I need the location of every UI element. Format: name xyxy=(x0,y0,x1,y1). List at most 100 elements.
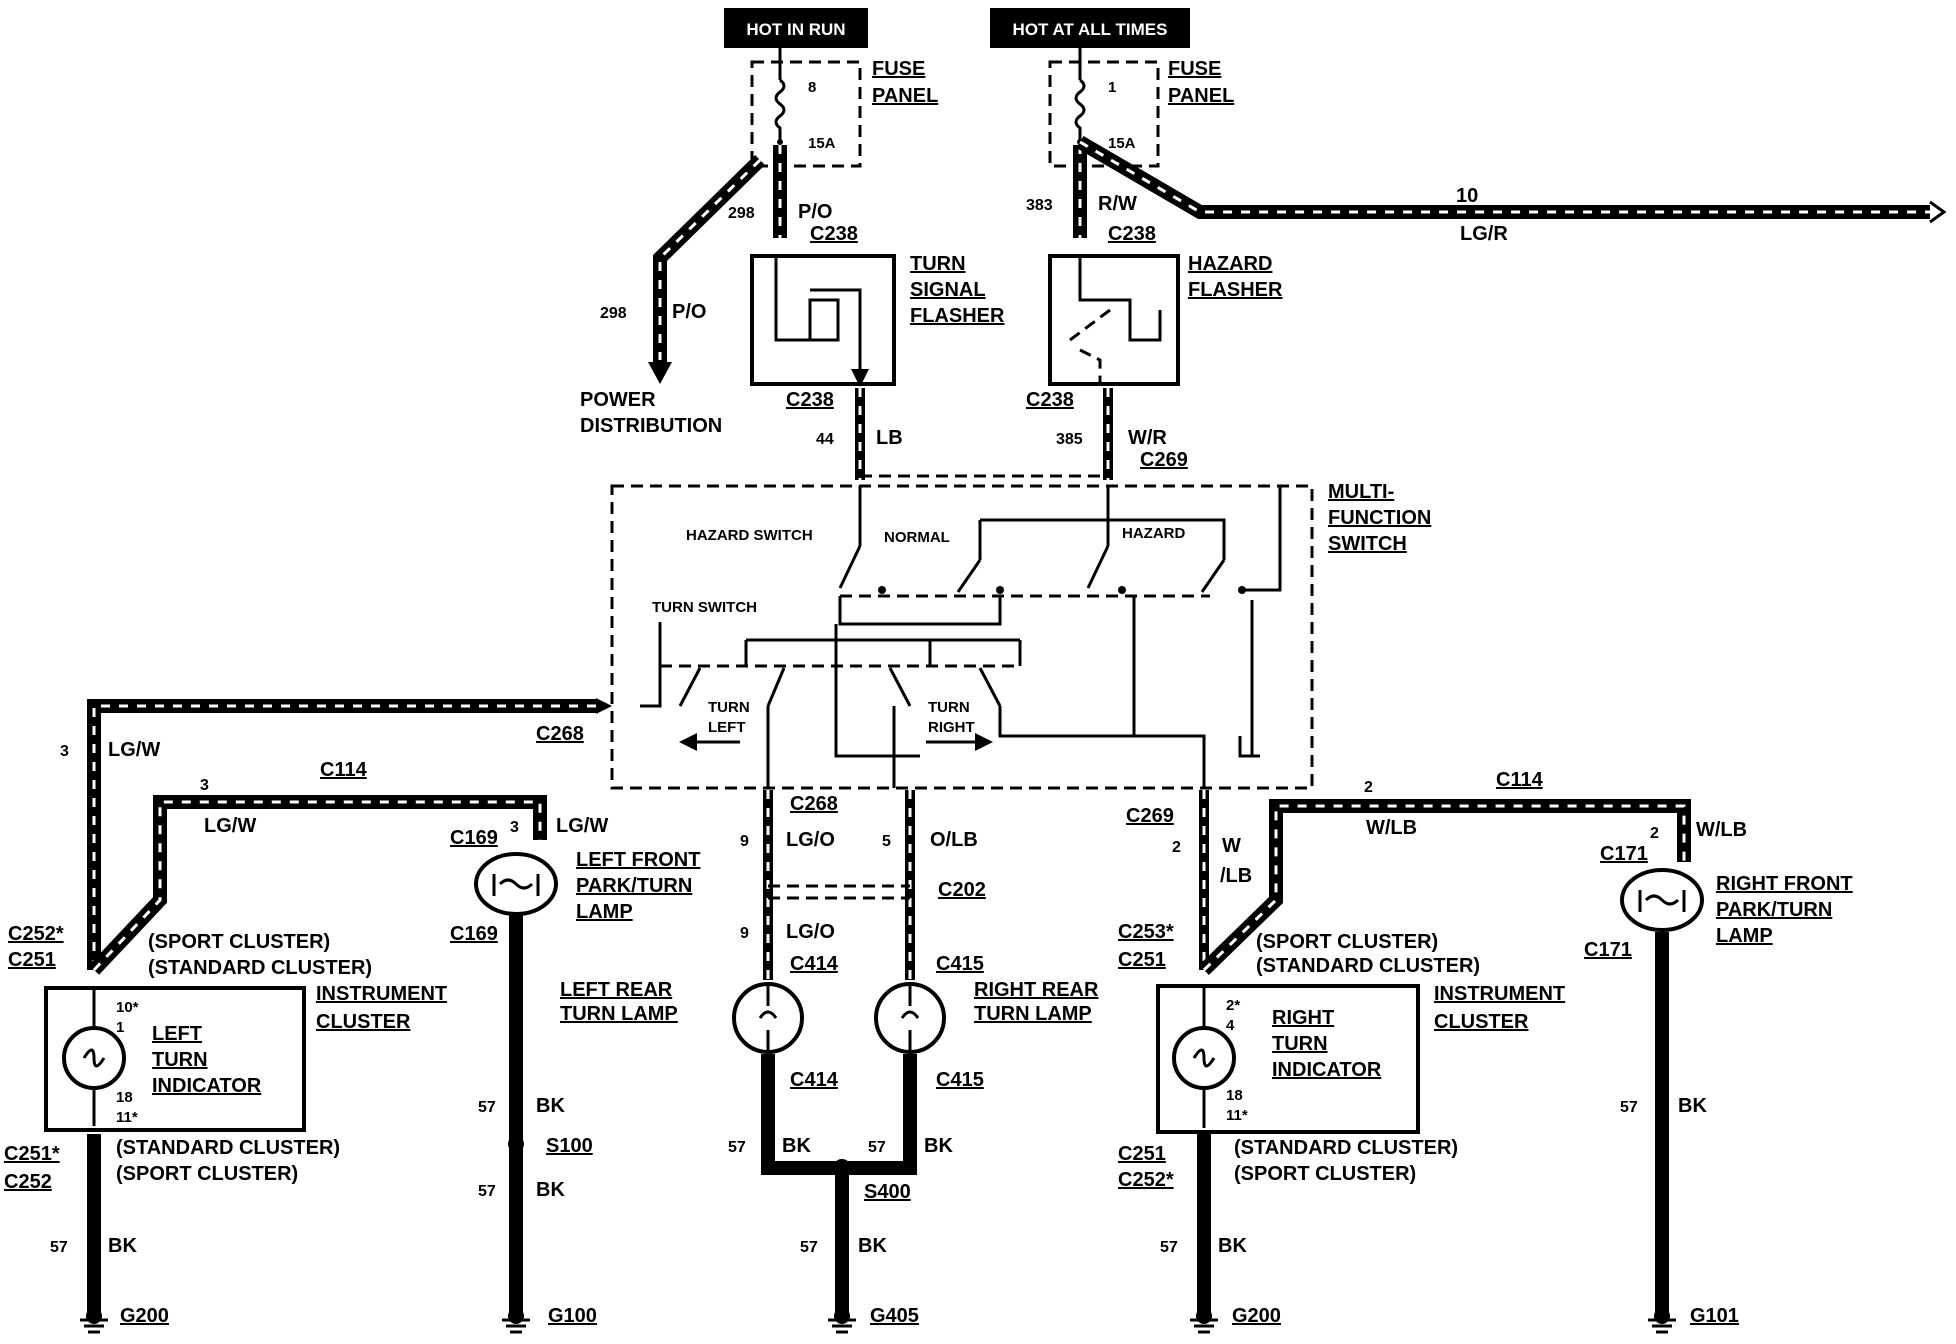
svg-text:POWER: POWER xyxy=(580,389,656,411)
svg-text:C169: C169 xyxy=(450,827,498,849)
svg-text:INDICATOR: INDICATOR xyxy=(152,1075,262,1097)
svg-text:C252*: C252* xyxy=(1118,1169,1174,1191)
svg-text:18: 18 xyxy=(1226,1087,1243,1104)
ground-g100 xyxy=(502,1308,530,1334)
svg-text:C252*: C252* xyxy=(8,923,64,945)
right-instrument-cluster xyxy=(1156,984,1420,1320)
svg-text:S400: S400 xyxy=(864,1181,911,1203)
svg-text:G100: G100 xyxy=(548,1305,597,1327)
svg-text:15A: 15A xyxy=(808,135,836,152)
svg-text:RIGHT REAR: RIGHT REAR xyxy=(974,979,1099,1001)
svg-text:LG/R: LG/R xyxy=(1460,223,1508,245)
svg-text:INSTRUMENT: INSTRUMENT xyxy=(1434,983,1565,1005)
svg-text:R/W: R/W xyxy=(1098,193,1137,215)
svg-text:3: 3 xyxy=(510,819,519,836)
svg-text:FUSE: FUSE xyxy=(1168,58,1221,80)
svg-text:C253*: C253* xyxy=(1118,921,1174,943)
svg-text:LG/O: LG/O xyxy=(786,829,835,851)
right-rear-turn-lamp xyxy=(874,982,946,1054)
svg-text:C202: C202 xyxy=(938,879,986,901)
svg-text:11*: 11* xyxy=(1226,1107,1248,1124)
svg-text:57: 57 xyxy=(800,1239,818,1256)
svg-text:LEFT REAR: LEFT REAR xyxy=(560,979,673,1001)
svg-text:W: W xyxy=(1222,835,1241,857)
svg-text:C171: C171 xyxy=(1584,939,1632,961)
svg-text:4: 4 xyxy=(1226,1017,1235,1034)
svg-text:(STANDARD CLUSTER): (STANDARD CLUSTER) xyxy=(116,1137,340,1159)
svg-text:C269: C269 xyxy=(1140,449,1188,471)
svg-text:(SPORT CLUSTER): (SPORT CLUSTER) xyxy=(1234,1163,1416,1185)
svg-text:C269: C269 xyxy=(1126,805,1174,827)
svg-text:BK: BK xyxy=(108,1235,137,1257)
svg-text:PARK/TURN: PARK/TURN xyxy=(1716,899,1832,921)
svg-text:LB: LB xyxy=(876,427,903,449)
svg-text:TURN: TURN xyxy=(1272,1033,1328,1055)
svg-text:11*: 11* xyxy=(116,1109,138,1126)
left-rear-turn-lamp xyxy=(732,982,804,1054)
svg-text:C251*: C251* xyxy=(4,1143,60,1165)
wire-298-power-dist xyxy=(648,155,765,384)
svg-text:HAZARD SWITCH: HAZARD SWITCH xyxy=(686,527,813,544)
fuse-panel-left: 8 15A xyxy=(750,48,862,168)
svg-text:2: 2 xyxy=(1364,779,1373,796)
svg-text:LEFT: LEFT xyxy=(708,719,746,736)
left-instrument-cluster xyxy=(44,986,306,1320)
svg-text:PANEL: PANEL xyxy=(1168,85,1234,107)
svg-text:57: 57 xyxy=(50,1239,68,1256)
svg-text:(STANDARD CLUSTER): (STANDARD CLUSTER) xyxy=(148,957,372,979)
svg-text:1: 1 xyxy=(116,1019,124,1036)
svg-text:BK: BK xyxy=(858,1235,887,1257)
svg-text:5: 5 xyxy=(882,833,891,850)
ground-g101 xyxy=(1648,1308,1676,1334)
svg-text:FLASHER: FLASHER xyxy=(910,305,1005,327)
svg-text:LEFT FRONT: LEFT FRONT xyxy=(576,849,700,871)
svg-text:10*: 10* xyxy=(116,999,139,1016)
svg-text:C238: C238 xyxy=(1108,223,1156,245)
svg-text:P/O: P/O xyxy=(672,301,706,323)
svg-text:G200: G200 xyxy=(1232,1305,1281,1327)
svg-text:15A: 15A xyxy=(1108,135,1136,152)
svg-text:/LB: /LB xyxy=(1220,865,1252,887)
svg-text:57: 57 xyxy=(1620,1099,1638,1116)
svg-text:C252: C252 xyxy=(4,1171,52,1193)
svg-text:TURN SWITCH: TURN SWITCH xyxy=(652,599,757,616)
svg-text:S100: S100 xyxy=(546,1135,593,1157)
multi-function-switch xyxy=(596,484,1314,790)
svg-text:TURN: TURN xyxy=(928,699,970,716)
hot-in-run-box: HOT IN RUN xyxy=(724,8,868,48)
svg-text:BK: BK xyxy=(1218,1235,1247,1257)
wire-2-wlb-rf-lamp xyxy=(1199,799,1691,976)
svg-text:C171: C171 xyxy=(1600,843,1648,865)
svg-text:FUSE: FUSE xyxy=(872,58,925,80)
svg-text:G405: G405 xyxy=(870,1305,919,1327)
ground-wires-rear xyxy=(761,1054,917,1320)
svg-text:57: 57 xyxy=(1160,1239,1178,1256)
svg-text:2: 2 xyxy=(1650,825,1659,842)
svg-text:RIGHT: RIGHT xyxy=(928,719,975,736)
svg-text:3: 3 xyxy=(60,743,69,760)
svg-text:57: 57 xyxy=(478,1099,496,1116)
svg-text:TURN: TURN xyxy=(152,1049,208,1071)
svg-text:(STANDARD CLUSTER): (STANDARD CLUSTER) xyxy=(1256,955,1480,977)
svg-text:LEFT: LEFT xyxy=(152,1023,202,1045)
svg-text:SWITCH: SWITCH xyxy=(1328,533,1407,555)
svg-text:C238: C238 xyxy=(1026,389,1074,411)
right-front-park-turn-lamp xyxy=(1620,868,1704,1320)
svg-text:RIGHT FRONT: RIGHT FRONT xyxy=(1716,873,1853,895)
wire-10-lgr xyxy=(1076,135,1947,224)
ground-g405 xyxy=(828,1308,856,1334)
hot-at-all-times-box: HOT AT ALL TIMES xyxy=(990,8,1190,48)
svg-text:2*: 2* xyxy=(1226,997,1240,1014)
svg-text:C114: C114 xyxy=(320,759,368,781)
svg-text:INDICATOR: INDICATOR xyxy=(1272,1059,1382,1081)
svg-text:PANEL: PANEL xyxy=(872,85,938,107)
svg-text:C169: C169 xyxy=(450,923,498,945)
ground-g200-right xyxy=(1190,1308,1218,1334)
left-front-park-turn-lamp xyxy=(474,852,558,1320)
svg-text:TURN: TURN xyxy=(910,253,966,275)
svg-text:SIGNAL: SIGNAL xyxy=(910,279,986,301)
svg-text:383: 383 xyxy=(1026,197,1053,214)
svg-text:57: 57 xyxy=(868,1139,886,1156)
svg-text:C415: C415 xyxy=(936,953,984,975)
